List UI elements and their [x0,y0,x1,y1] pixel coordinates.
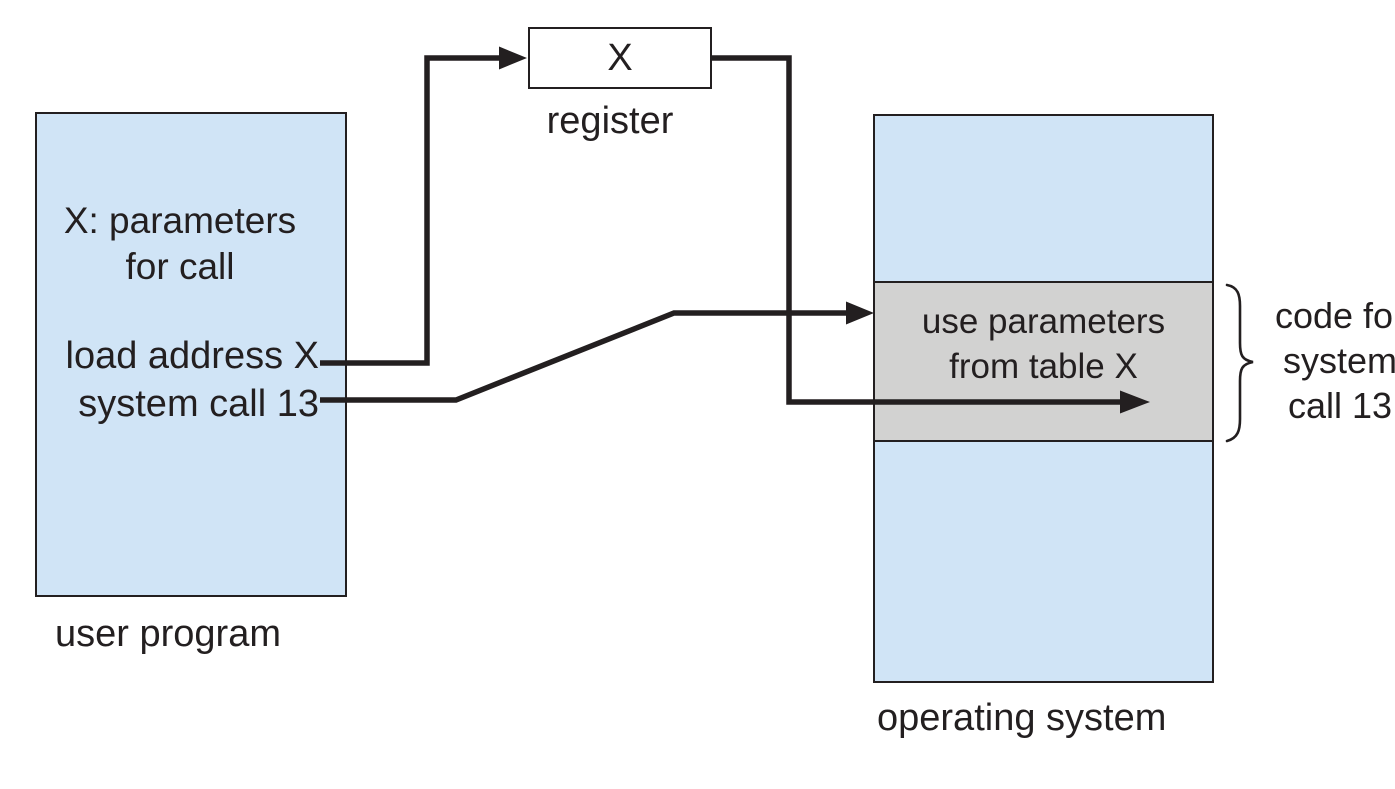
arrow-system-call-to-handler [320,301,874,403]
parameters-note-line1: X: parameters [63,200,297,241]
user-program-box: X: parameters for call load address X sy… [35,112,347,597]
handler-line1: use parameters [921,302,1166,341]
syscall-handler-section: use parameters from table X [875,281,1212,442]
code-label-line1: code for [1274,295,1395,336]
parameters-note-line2: for call [125,246,235,287]
register-caption: register [546,100,674,142]
register-value: X [607,36,633,79]
code-label-line2: system [1282,340,1395,381]
operating-system-box: use parameters from table X [873,114,1214,683]
operating-system-caption: operating system [877,697,1167,739]
user-program-caption: user program [55,613,281,655]
code-for-system-call-label: code for system call 13 [1256,293,1395,428]
arrow-load-address-to-register [320,46,527,366]
register-box: X [528,27,712,89]
handler-line2: from table X [949,347,1138,386]
system-call-instruction: system call 13 [78,383,319,425]
load-address-instruction: load address X [65,335,320,377]
curly-brace [1225,283,1254,443]
code-label-line3: call 13 [1287,385,1393,426]
parameters-note: X: parameters for call [37,198,323,290]
